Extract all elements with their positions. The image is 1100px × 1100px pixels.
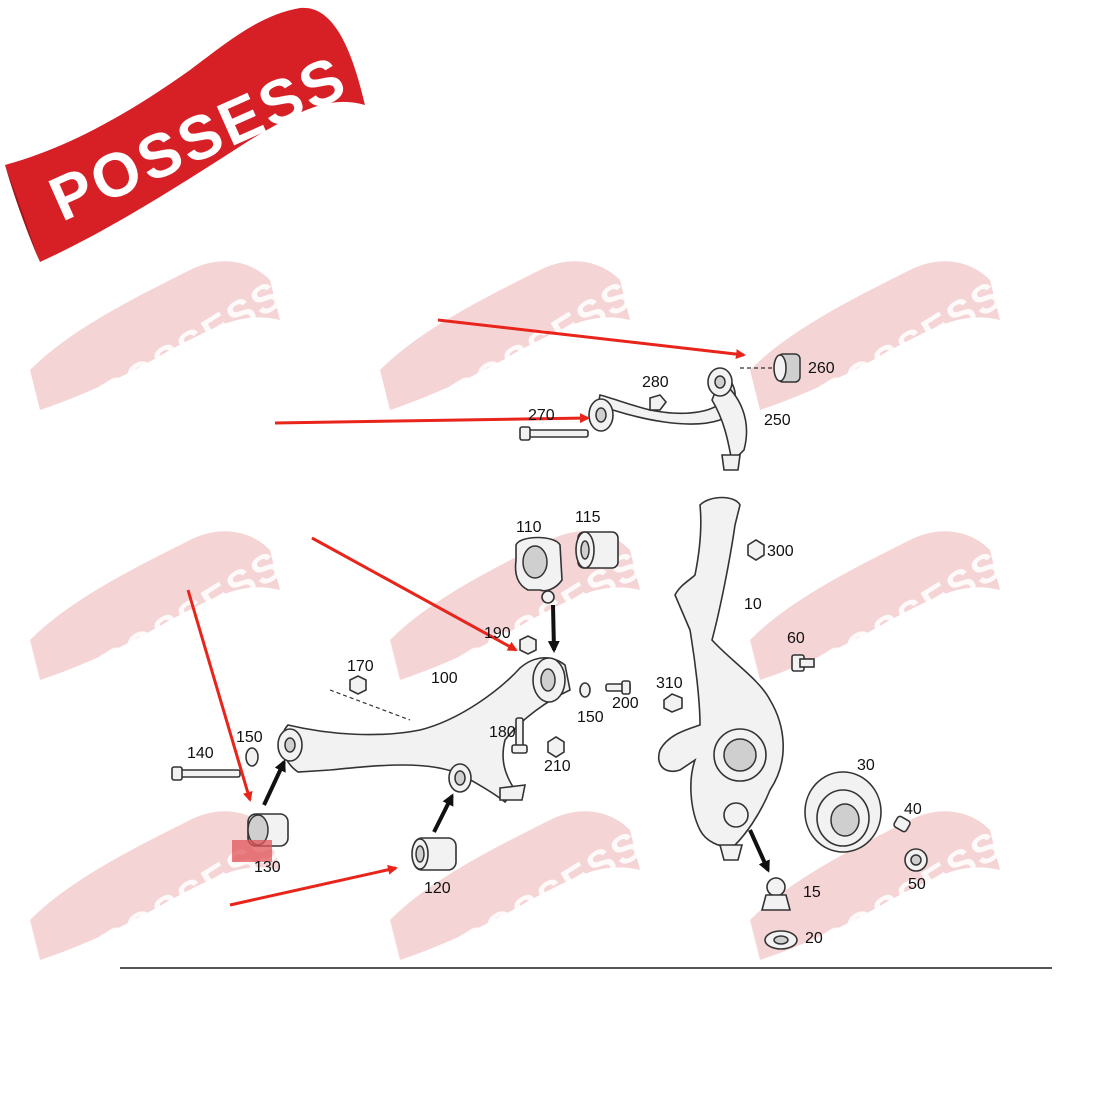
label-40: 40 — [904, 801, 922, 818]
label-300: 300 — [767, 543, 794, 560]
bushing-120 — [411, 837, 457, 871]
label-270: 270 — [528, 407, 555, 424]
boot-20 — [764, 930, 798, 950]
label-280: 280 — [642, 374, 669, 391]
steering-knuckle-10 — [658, 496, 784, 861]
bolt-180 — [511, 717, 528, 754]
nut-300 — [747, 539, 765, 561]
label-60: 60 — [787, 630, 805, 647]
label-30: 30 — [857, 757, 875, 774]
ball-joint-15 — [760, 877, 792, 911]
washer-150-left — [245, 747, 259, 767]
label-115: 115 — [575, 509, 601, 526]
nut-170 — [349, 675, 367, 695]
bushing-115 — [575, 531, 619, 569]
nut-280 — [649, 394, 668, 411]
part-labels: 260 280 270 250 110 115 300 10 190 60 17… — [187, 360, 926, 947]
wheel-hub-30 — [804, 771, 882, 853]
label-15: 15 — [803, 884, 821, 901]
label-190: 190 — [484, 625, 511, 642]
bushing-260 — [773, 353, 801, 383]
label-260: 260 — [808, 360, 835, 377]
label-210: 210 — [544, 758, 571, 775]
highlight-130 — [232, 840, 272, 862]
label-10: 10 — [744, 596, 762, 613]
red-pointer-arrows — [186, 318, 746, 907]
watermarks — [30, 261, 1011, 969]
label-110: 110 — [516, 519, 542, 536]
assembly-arrows — [262, 604, 770, 873]
label-20: 20 — [805, 930, 823, 947]
label-50: 50 — [908, 876, 926, 893]
label-120: 120 — [424, 880, 451, 897]
label-180: 180 — [489, 724, 516, 741]
bolt-40 — [893, 815, 911, 833]
label-200: 200 — [612, 695, 639, 712]
label-170: 170 — [347, 658, 374, 675]
bolt-200 — [605, 680, 631, 695]
bushing-130 — [232, 813, 289, 862]
nut-190 — [519, 635, 537, 655]
label-150-right: 150 — [577, 709, 604, 726]
label-140: 140 — [187, 745, 214, 762]
label-310: 310 — [656, 675, 683, 692]
nut-50 — [904, 848, 928, 872]
label-130: 130 — [254, 859, 281, 876]
label-250: 250 — [764, 412, 791, 429]
bolt-270 — [519, 426, 589, 441]
nut-310 — [663, 693, 683, 713]
brand-logo-banner: POSSESS — [5, 7, 365, 263]
bushing-bracket-110 — [514, 536, 563, 604]
bolt-140 — [171, 766, 241, 781]
label-100: 100 — [431, 670, 458, 687]
bolt-60 — [791, 654, 815, 672]
lower-control-arm-100 — [277, 657, 571, 804]
upper-control-arm-250 — [588, 367, 748, 471]
washer-150-right — [579, 682, 591, 698]
label-150-left: 150 — [236, 729, 263, 746]
nut-210 — [547, 736, 565, 758]
